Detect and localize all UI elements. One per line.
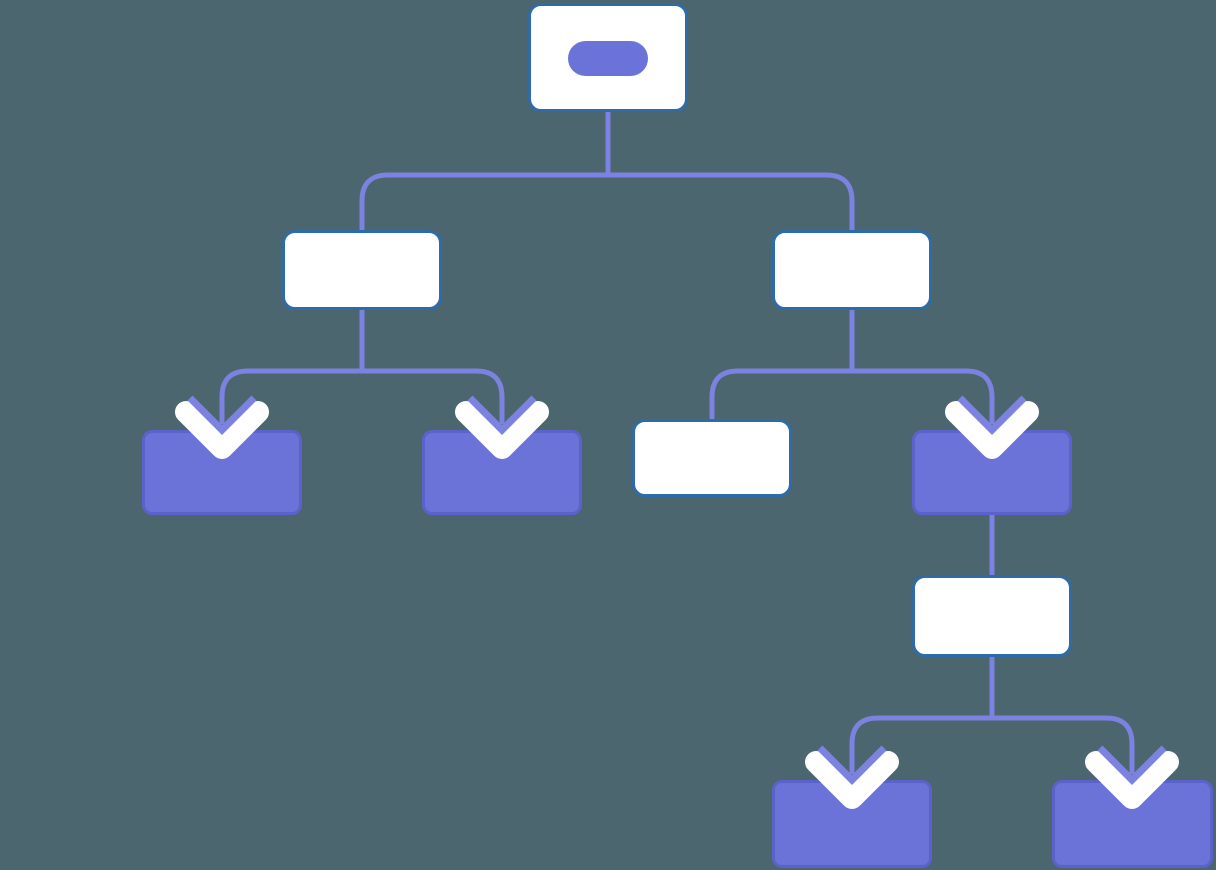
edge-root-split-left: [359, 172, 608, 230]
edge-root-split-right: [608, 172, 855, 230]
edge-l1-split-left: [219, 368, 362, 424]
node-right-level1[interactable]: [772, 230, 932, 310]
edge-r1-split-right: [852, 368, 995, 424]
edge-r3-split-right: [992, 715, 1135, 774]
arrowhead-left-leaf-a: [186, 398, 258, 448]
arrowhead-right-leaf-b: [956, 398, 1028, 448]
node-right-level3[interactable]: [912, 575, 1072, 657]
root-pill-badge[interactable]: [568, 41, 648, 76]
edge-l1-split-right: [362, 368, 505, 424]
arrowhead-left-leaf-b: [466, 398, 538, 448]
node-left-level1[interactable]: [282, 230, 442, 310]
edge-r1-split-left: [709, 368, 852, 419]
arrowhead-bottom-leaf-a: [816, 748, 888, 798]
edge-r3-split-left: [849, 715, 992, 774]
node-right-leaf-a[interactable]: [632, 419, 792, 497]
arrowhead-bottom-leaf-b: [1096, 748, 1168, 798]
